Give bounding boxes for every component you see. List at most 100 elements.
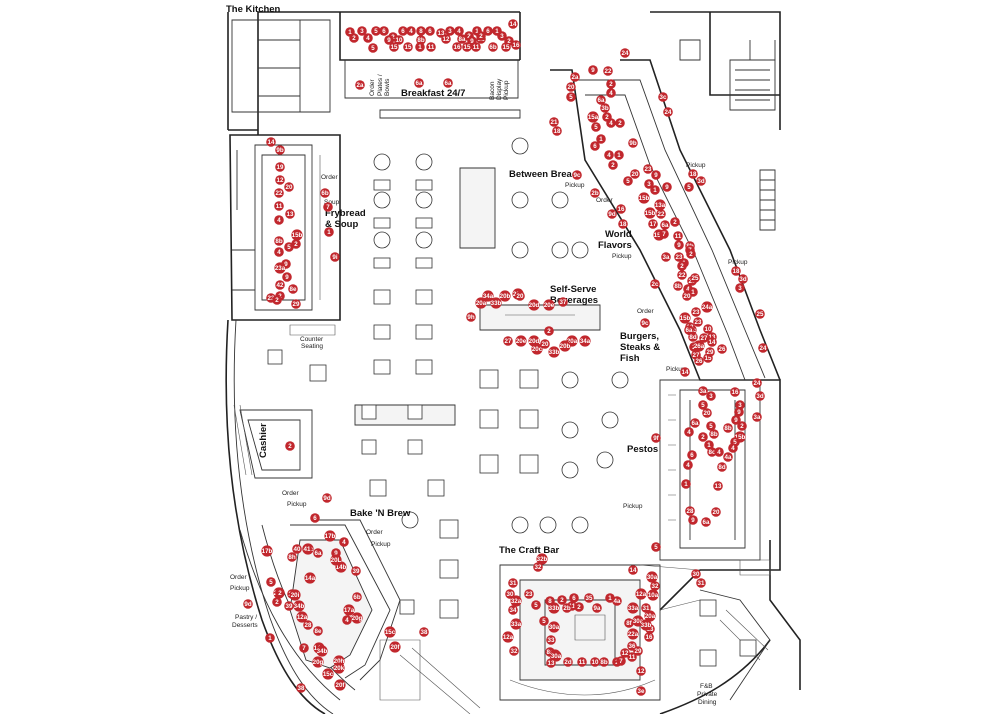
marker-number: 2 [275,297,279,304]
marker-dot [416,26,426,36]
equipment-marker: 25 [690,273,700,283]
equipment-marker: 5 [651,542,661,552]
marker-number: 19 [277,164,284,171]
equipment-marker: 6a [684,325,694,335]
equipment-marker: 20f [334,679,346,691]
marker-number: 26 [696,358,703,365]
marker-number: 17 [650,221,657,228]
marker-number: 23 [526,591,533,598]
marker-number: 32a [511,598,522,605]
marker-dot [650,185,660,195]
marker-dot [674,240,684,250]
equipment-marker: 6a [443,78,453,88]
marker-dot [528,299,540,311]
equipment-marker: 17b [324,530,336,542]
marker-dot [735,283,745,293]
marker-number: 8e [315,628,322,635]
equipment-marker: 34a [579,335,591,347]
marker-dot [275,280,285,290]
label-order-bake-2: Order [366,529,383,536]
marker-dot [272,295,282,305]
marker-number: 2 [577,604,581,611]
marker-number: 1 [599,136,603,143]
marker-dot [711,507,721,517]
marker-dot [606,88,616,98]
marker-dot [703,324,713,334]
label-pickup-pestos: Pickup [623,503,643,510]
marker-dot [614,150,624,160]
marker-number: 2 [275,599,279,606]
marker-number: 9f [653,435,659,442]
marker-number: 42 [277,282,284,289]
marker-dot [590,188,600,198]
marker-number: 26 [719,346,726,353]
marker-number: 4 [345,617,349,624]
equipment-marker: 31 [696,578,706,588]
equipment-marker: 18 [618,219,628,229]
marker-dot [615,118,625,128]
equipment-marker: 32 [650,581,660,591]
marker-number: 18 [620,221,627,228]
equipment-marker: 8c [707,447,717,457]
marker-dot [302,544,312,554]
marker-dot [694,356,704,366]
equipment-marker: 13 [546,658,556,668]
label-order-breakfast: Order [369,79,376,96]
label-burgers-1: Burgers, [620,331,659,342]
marker-number: 38 [421,629,428,636]
marker-dot [476,31,486,41]
equipment-marker: 8f [624,618,634,628]
marker-number: 39 [286,603,293,610]
marker-dot [296,683,306,693]
equipment-marker: 30 [505,589,515,599]
equipment-marker: 31 [641,603,651,613]
marker-dot [679,312,691,324]
small-labels: Order Soup Plates / Bowls Order Bacon Di… [230,74,748,706]
marker-dot [351,566,361,576]
marker-dot [355,80,365,90]
marker-dot [646,571,658,583]
equipment-marker: 14 [628,565,638,575]
marker-dot [574,602,584,612]
marker-dot [616,204,626,214]
marker-number: 20d [529,338,540,345]
equipment-marker: 29 [705,347,715,357]
marker-dot [462,42,472,52]
marker-number: 25 [692,275,699,282]
marker-dot [272,597,282,607]
marker-number: 30 [693,571,700,578]
marker-number: 18 [733,268,740,275]
marker-number: 15 [391,44,398,51]
marker-dot [316,645,328,657]
equipment-marker: 39 [351,566,361,576]
marker-number: 12a [297,614,308,621]
marker-number: 33a [628,605,639,612]
marker-number: 3 [738,285,742,292]
marker-dot [584,593,594,603]
marker-dot [691,307,701,317]
equipment-marker: 23 [524,589,534,599]
marker-number: 8 [419,28,423,35]
marker-number: 13 [715,483,722,490]
label-self-serve-1: Self-Serve [550,284,596,295]
marker-dot [690,418,700,428]
marker-dot [292,544,302,554]
marker-number: 4 [366,35,370,42]
marker-dot [693,317,703,327]
equipment-marker: 18 [688,169,698,179]
marker-dot [570,72,580,82]
marker-number: 33 [548,637,555,644]
marker-number: 14a [305,575,316,582]
marker-number: 6a [703,519,710,526]
equipment-marker: 6a [313,548,323,558]
marker-dot [508,605,518,615]
marker-number: 20a [645,613,656,620]
marker-dot [546,658,556,668]
marker-number: 4 [686,462,690,469]
equipment-marker: 8a [457,34,467,44]
equipment-marker: 27 [503,336,513,346]
marker-number: 9 [677,242,681,249]
equipment-marker: 16 [616,204,626,214]
marker-dot [425,26,435,36]
